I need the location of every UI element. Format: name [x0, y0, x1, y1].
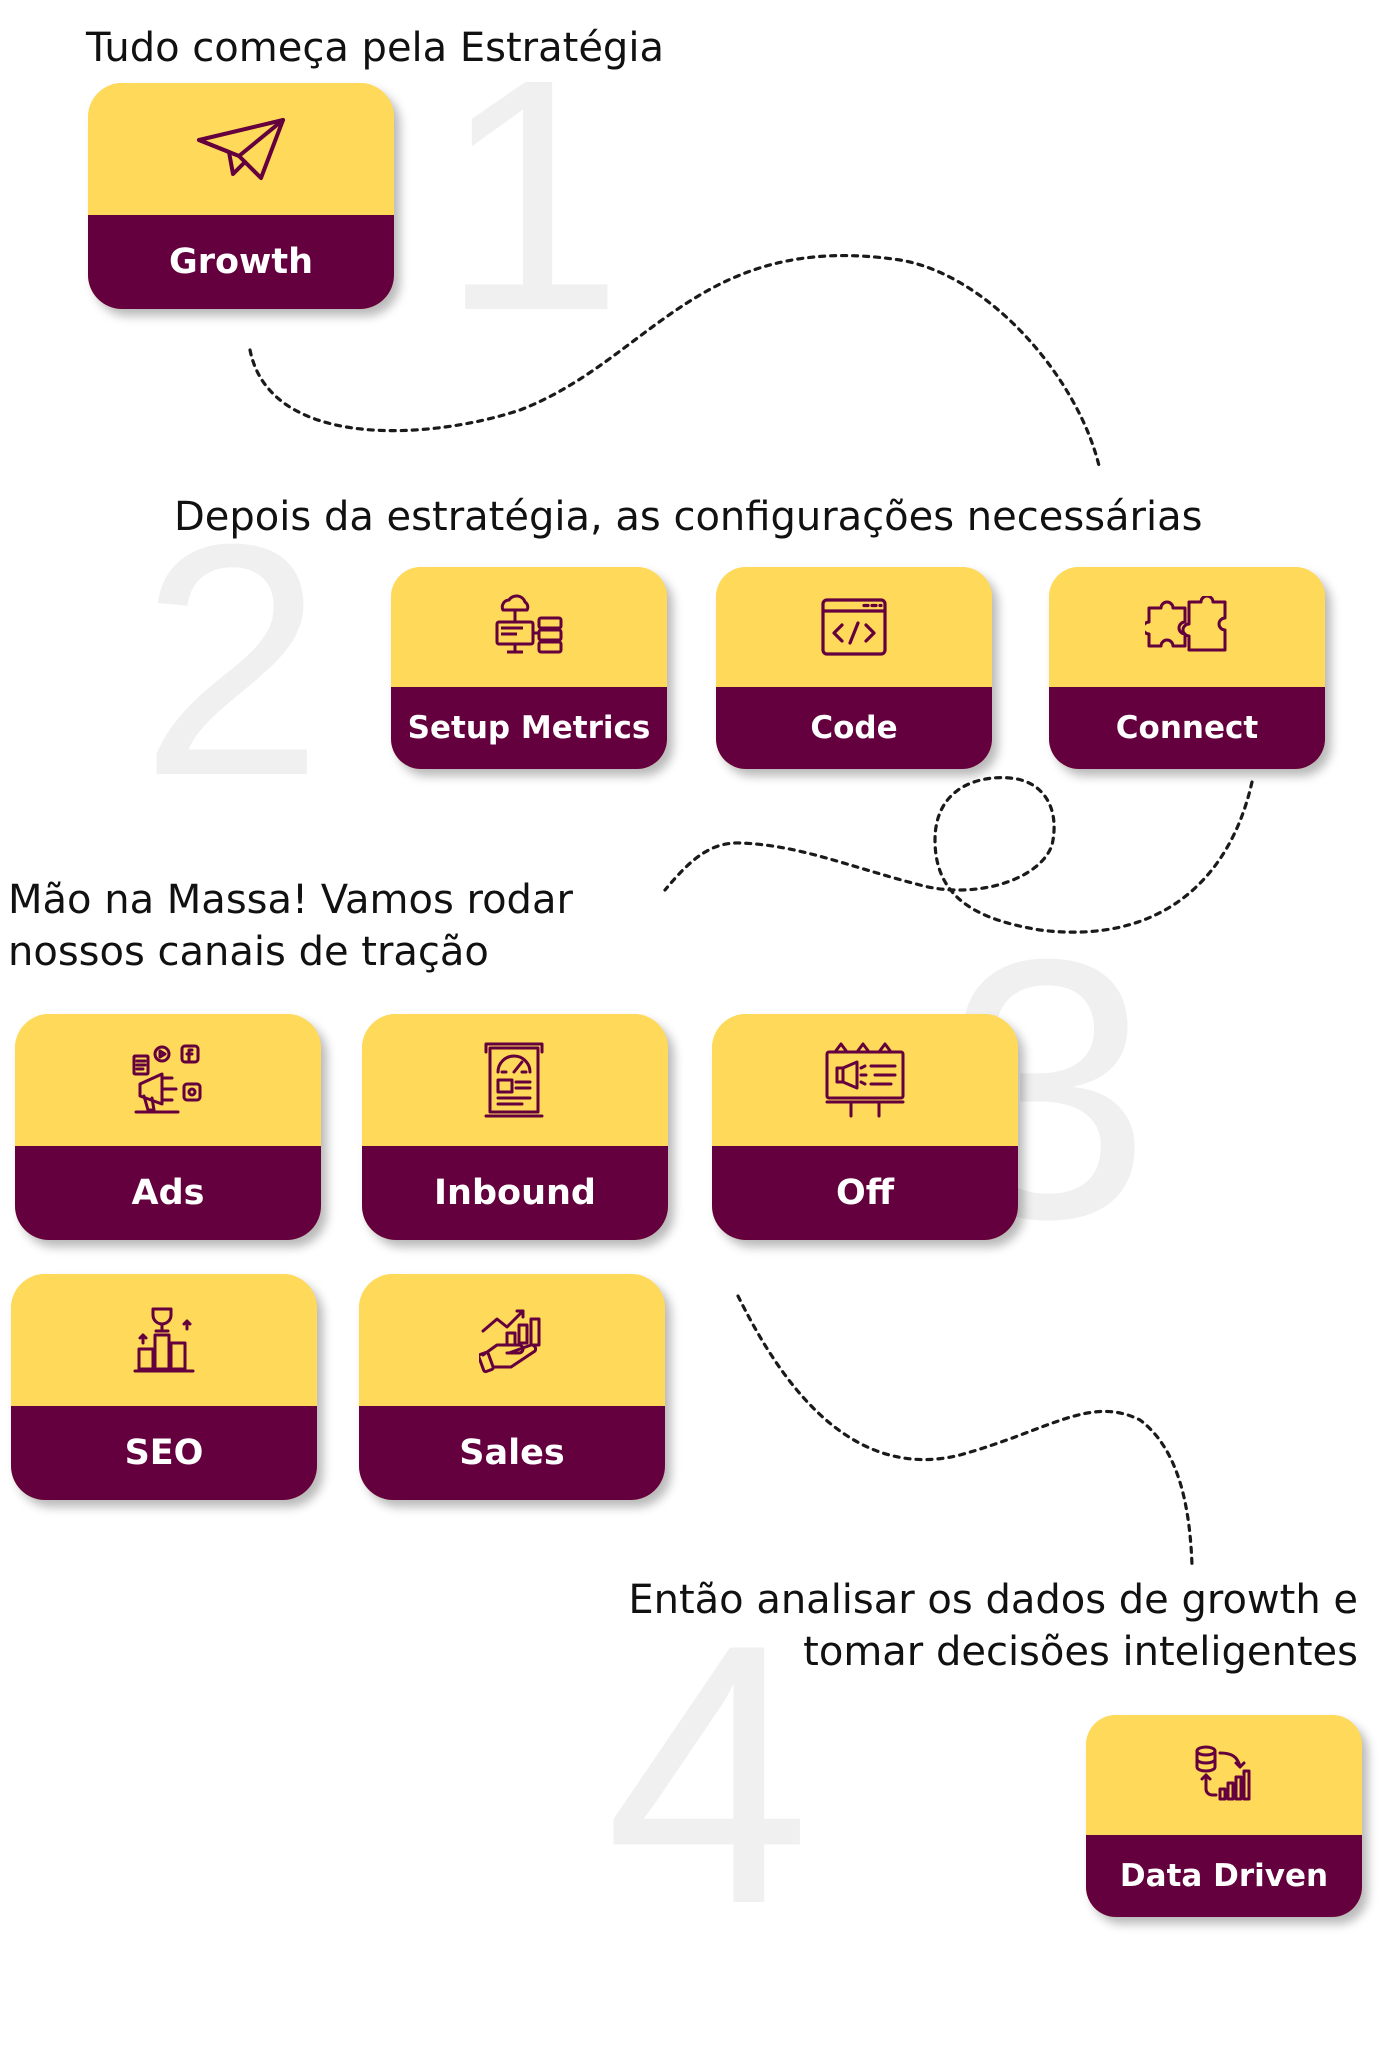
hand-growth-chart-icon [479, 1305, 545, 1375]
megaphone-social-icon [132, 1044, 204, 1116]
sales-card-label: Sales [459, 1433, 565, 1473]
puzzle-icon [1145, 596, 1229, 658]
step-3-heading-line-2: nossos canais de tração [8, 929, 489, 975]
sales-card[interactable]: Sales [359, 1274, 665, 1500]
cloud-server-icon [493, 592, 565, 662]
connect-card[interactable]: Connect [1049, 567, 1325, 769]
step-4-heading: Então analisar os dados de growth e toma… [628, 1574, 1358, 1678]
ranking-trophy-icon [131, 1305, 197, 1375]
content-gauge-icon [482, 1042, 548, 1118]
growth-card-label: Growth [168, 242, 314, 282]
step-1-heading: Tudo começa pela Estratégia [86, 22, 664, 74]
step-3-heading: Mão na Massa! Vamos rodar nossos canais … [8, 874, 573, 978]
step-3-heading-line-1: Mão na Massa! Vamos rodar [8, 877, 573, 923]
setup-metrics-card[interactable]: Setup Metrics [391, 567, 667, 769]
step-2-heading-line: Depois da estratégia, as configurações n… [174, 494, 1203, 540]
step-1-heading-line: Tudo começa pela Estratégia [86, 25, 664, 71]
database-chart-icon [1194, 1745, 1254, 1805]
background-number-1: 1 [440, 10, 624, 379]
step-4-heading-line-1: Então analisar os dados de growth e [628, 1577, 1358, 1623]
data-driven-card[interactable]: Data Driven [1086, 1715, 1362, 1917]
step-4-heading-line-2: tomar decisões inteligentes [803, 1629, 1358, 1675]
code-card[interactable]: Code [716, 567, 992, 769]
background-number-2: 2 [140, 475, 324, 844]
inbound-card[interactable]: Inbound [362, 1014, 668, 1240]
seo-card-label: SEO [124, 1433, 204, 1473]
setup-metrics-card-label: Setup Metrics [407, 710, 651, 746]
off-card-label: Off [835, 1173, 895, 1213]
connector-step2-to-step3 [663, 776, 1254, 934]
seo-card[interactable]: SEO [11, 1274, 317, 1500]
code-window-icon [820, 597, 888, 657]
data-driven-card-label: Data Driven [1119, 1858, 1329, 1894]
ads-card-label: Ads [131, 1173, 205, 1213]
off-card[interactable]: Off [712, 1014, 1018, 1240]
connector-step3-to-step4 [736, 1294, 1194, 1567]
growth-card[interactable]: Growth [88, 83, 394, 309]
billboard-icon [825, 1042, 905, 1118]
background-number-4: 4 [605, 1568, 811, 1981]
paper-plane-icon [195, 116, 287, 182]
ads-card[interactable]: Ads [15, 1014, 321, 1240]
connect-card-label: Connect [1115, 710, 1259, 746]
code-card-label: Code [810, 710, 898, 746]
step-2-heading: Depois da estratégia, as configurações n… [174, 491, 1202, 543]
connector-step1-to-step2 [248, 254, 1102, 472]
inbound-card-label: Inbound [434, 1173, 596, 1213]
